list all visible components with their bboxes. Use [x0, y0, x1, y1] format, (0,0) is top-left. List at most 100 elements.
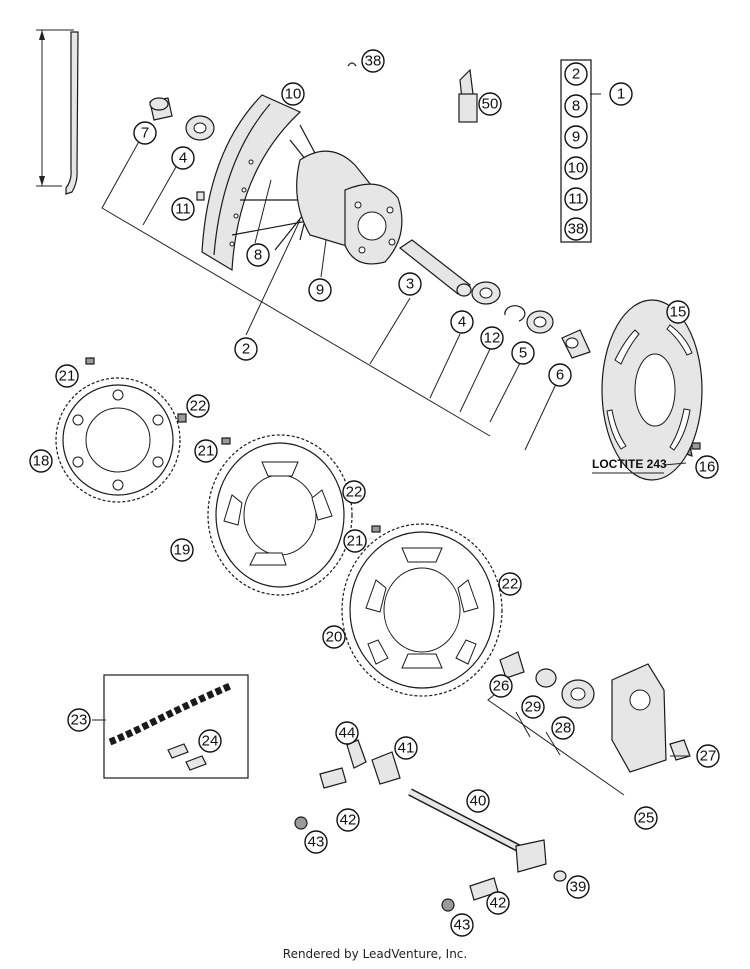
- callout-22: 22: [342, 480, 366, 504]
- callout-18: 18: [29, 449, 53, 473]
- hub-25-illustration: [499, 651, 691, 773]
- callout-12-circle: [480, 326, 504, 350]
- callout-1-label: 1: [617, 86, 625, 103]
- callout-11-circle: [171, 197, 195, 221]
- callout-12-label: 12: [484, 330, 501, 347]
- callout-43: 43: [304, 830, 328, 854]
- callout-7-circle: [133, 121, 157, 145]
- callout-40-label: 40: [470, 793, 487, 810]
- callout-5: 5: [511, 341, 535, 365]
- callout-6-label: 6: [556, 367, 564, 384]
- callout-4: 4: [171, 146, 195, 170]
- callout-40: 40: [466, 789, 490, 813]
- kit-item-38: 38: [564, 217, 588, 241]
- callout-21: 21: [55, 364, 79, 388]
- callout-4-label: 4: [458, 314, 466, 331]
- callout-18-label: 18: [33, 453, 50, 470]
- spoke-illustration: [36, 29, 79, 195]
- sprocket-18-illustration: [55, 377, 181, 503]
- callout-21-label: 21: [59, 368, 76, 385]
- kit-item-9-label: 9: [572, 129, 580, 146]
- kit-item-2-circle: [564, 62, 588, 86]
- callout-20-label: 20: [326, 629, 343, 646]
- callout-43-label: 43: [308, 834, 325, 851]
- callout-40-circle: [466, 789, 490, 813]
- callout-27-label: 27: [700, 748, 717, 765]
- callout-6-circle: [548, 363, 572, 387]
- callout-16-label: 16: [699, 459, 716, 476]
- callout-19-circle: [170, 538, 194, 562]
- callout-41: 41: [394, 736, 418, 760]
- callout-24-circle: [198, 729, 222, 753]
- callout-43-label: 43: [454, 917, 471, 934]
- callout-44-circle: [335, 721, 359, 745]
- callout-11-label: 11: [175, 201, 191, 218]
- callout-43: 43: [450, 913, 474, 937]
- brake-disc-illustration: [601, 299, 703, 481]
- kit-item-9-circle: [564, 125, 588, 149]
- callout-5-circle: [511, 341, 535, 365]
- callout-27: 27: [696, 744, 720, 768]
- sprocket-20-illustration: [341, 523, 503, 697]
- callout-43-circle: [304, 830, 328, 854]
- callout-21-label: 21: [347, 533, 364, 550]
- rear-wheel-illustration: [201, 94, 403, 272]
- callout-19-label: 19: [174, 542, 191, 559]
- callout-38: 38: [361, 49, 385, 73]
- callout-21-circle: [343, 529, 367, 553]
- callout-50-circle: [478, 92, 502, 116]
- callout-18-circle: [29, 449, 53, 473]
- small-parts-illustration: [85, 62, 701, 605]
- kit-item-10-circle: [564, 156, 588, 180]
- callout-29: 29: [521, 695, 545, 719]
- callout-22-circle: [186, 394, 210, 418]
- callout-1-circle: [609, 82, 633, 106]
- callout-21: 21: [343, 529, 367, 553]
- callout-38-label: 38: [365, 53, 382, 70]
- sprocket-19-illustration: [207, 434, 353, 596]
- callout-2-circle: [234, 337, 258, 361]
- kit-item-11-circle: [564, 187, 588, 211]
- callout-15: 15: [666, 300, 690, 324]
- callout-7-label: 7: [141, 125, 149, 142]
- callout-layer: 2344567891011121516181920212121222222232…: [29, 49, 720, 937]
- callout-50: 50: [478, 92, 502, 116]
- axle-illustration: [294, 739, 567, 912]
- callout-28: 28: [551, 716, 575, 740]
- callout-39-circle: [566, 875, 590, 899]
- callout-25-circle: [634, 806, 658, 830]
- callout-21-label: 21: [198, 443, 215, 460]
- callout-27-circle: [696, 744, 720, 768]
- callout-50-label: 50: [482, 96, 499, 113]
- callout-21-circle: [194, 439, 218, 463]
- callout-4-circle: [450, 310, 474, 334]
- callout-8: 8: [246, 243, 270, 267]
- callout-26: 26: [489, 674, 513, 698]
- callout-43-circle: [450, 913, 474, 937]
- callout-26-circle: [489, 674, 513, 698]
- callout-39-label: 39: [570, 879, 587, 896]
- callout-28-label: 28: [555, 720, 572, 737]
- callout-22-circle: [498, 572, 522, 596]
- callout-10-circle: [281, 82, 305, 106]
- callout-22-label: 22: [502, 576, 519, 593]
- callout-16: 16: [695, 455, 719, 479]
- chain-illustration: [103, 674, 249, 779]
- callout-41-circle: [394, 736, 418, 760]
- callout-10-label: 10: [285, 86, 302, 103]
- callout-4: 4: [450, 310, 474, 334]
- callout-15-circle: [666, 300, 690, 324]
- callout-4-circle: [171, 146, 195, 170]
- callout-21-circle: [55, 364, 79, 388]
- callout-2-label: 2: [242, 341, 250, 358]
- callout-5-label: 5: [519, 345, 527, 362]
- callout-29-label: 29: [525, 699, 542, 716]
- kit-item-11: 11: [564, 187, 588, 211]
- callout-28-circle: [551, 716, 575, 740]
- callout-4-label: 4: [179, 150, 187, 167]
- callout-11: 11: [171, 197, 195, 221]
- callout-9: 9: [308, 278, 332, 302]
- callout-25: 25: [634, 806, 658, 830]
- kit-box: [560, 59, 592, 243]
